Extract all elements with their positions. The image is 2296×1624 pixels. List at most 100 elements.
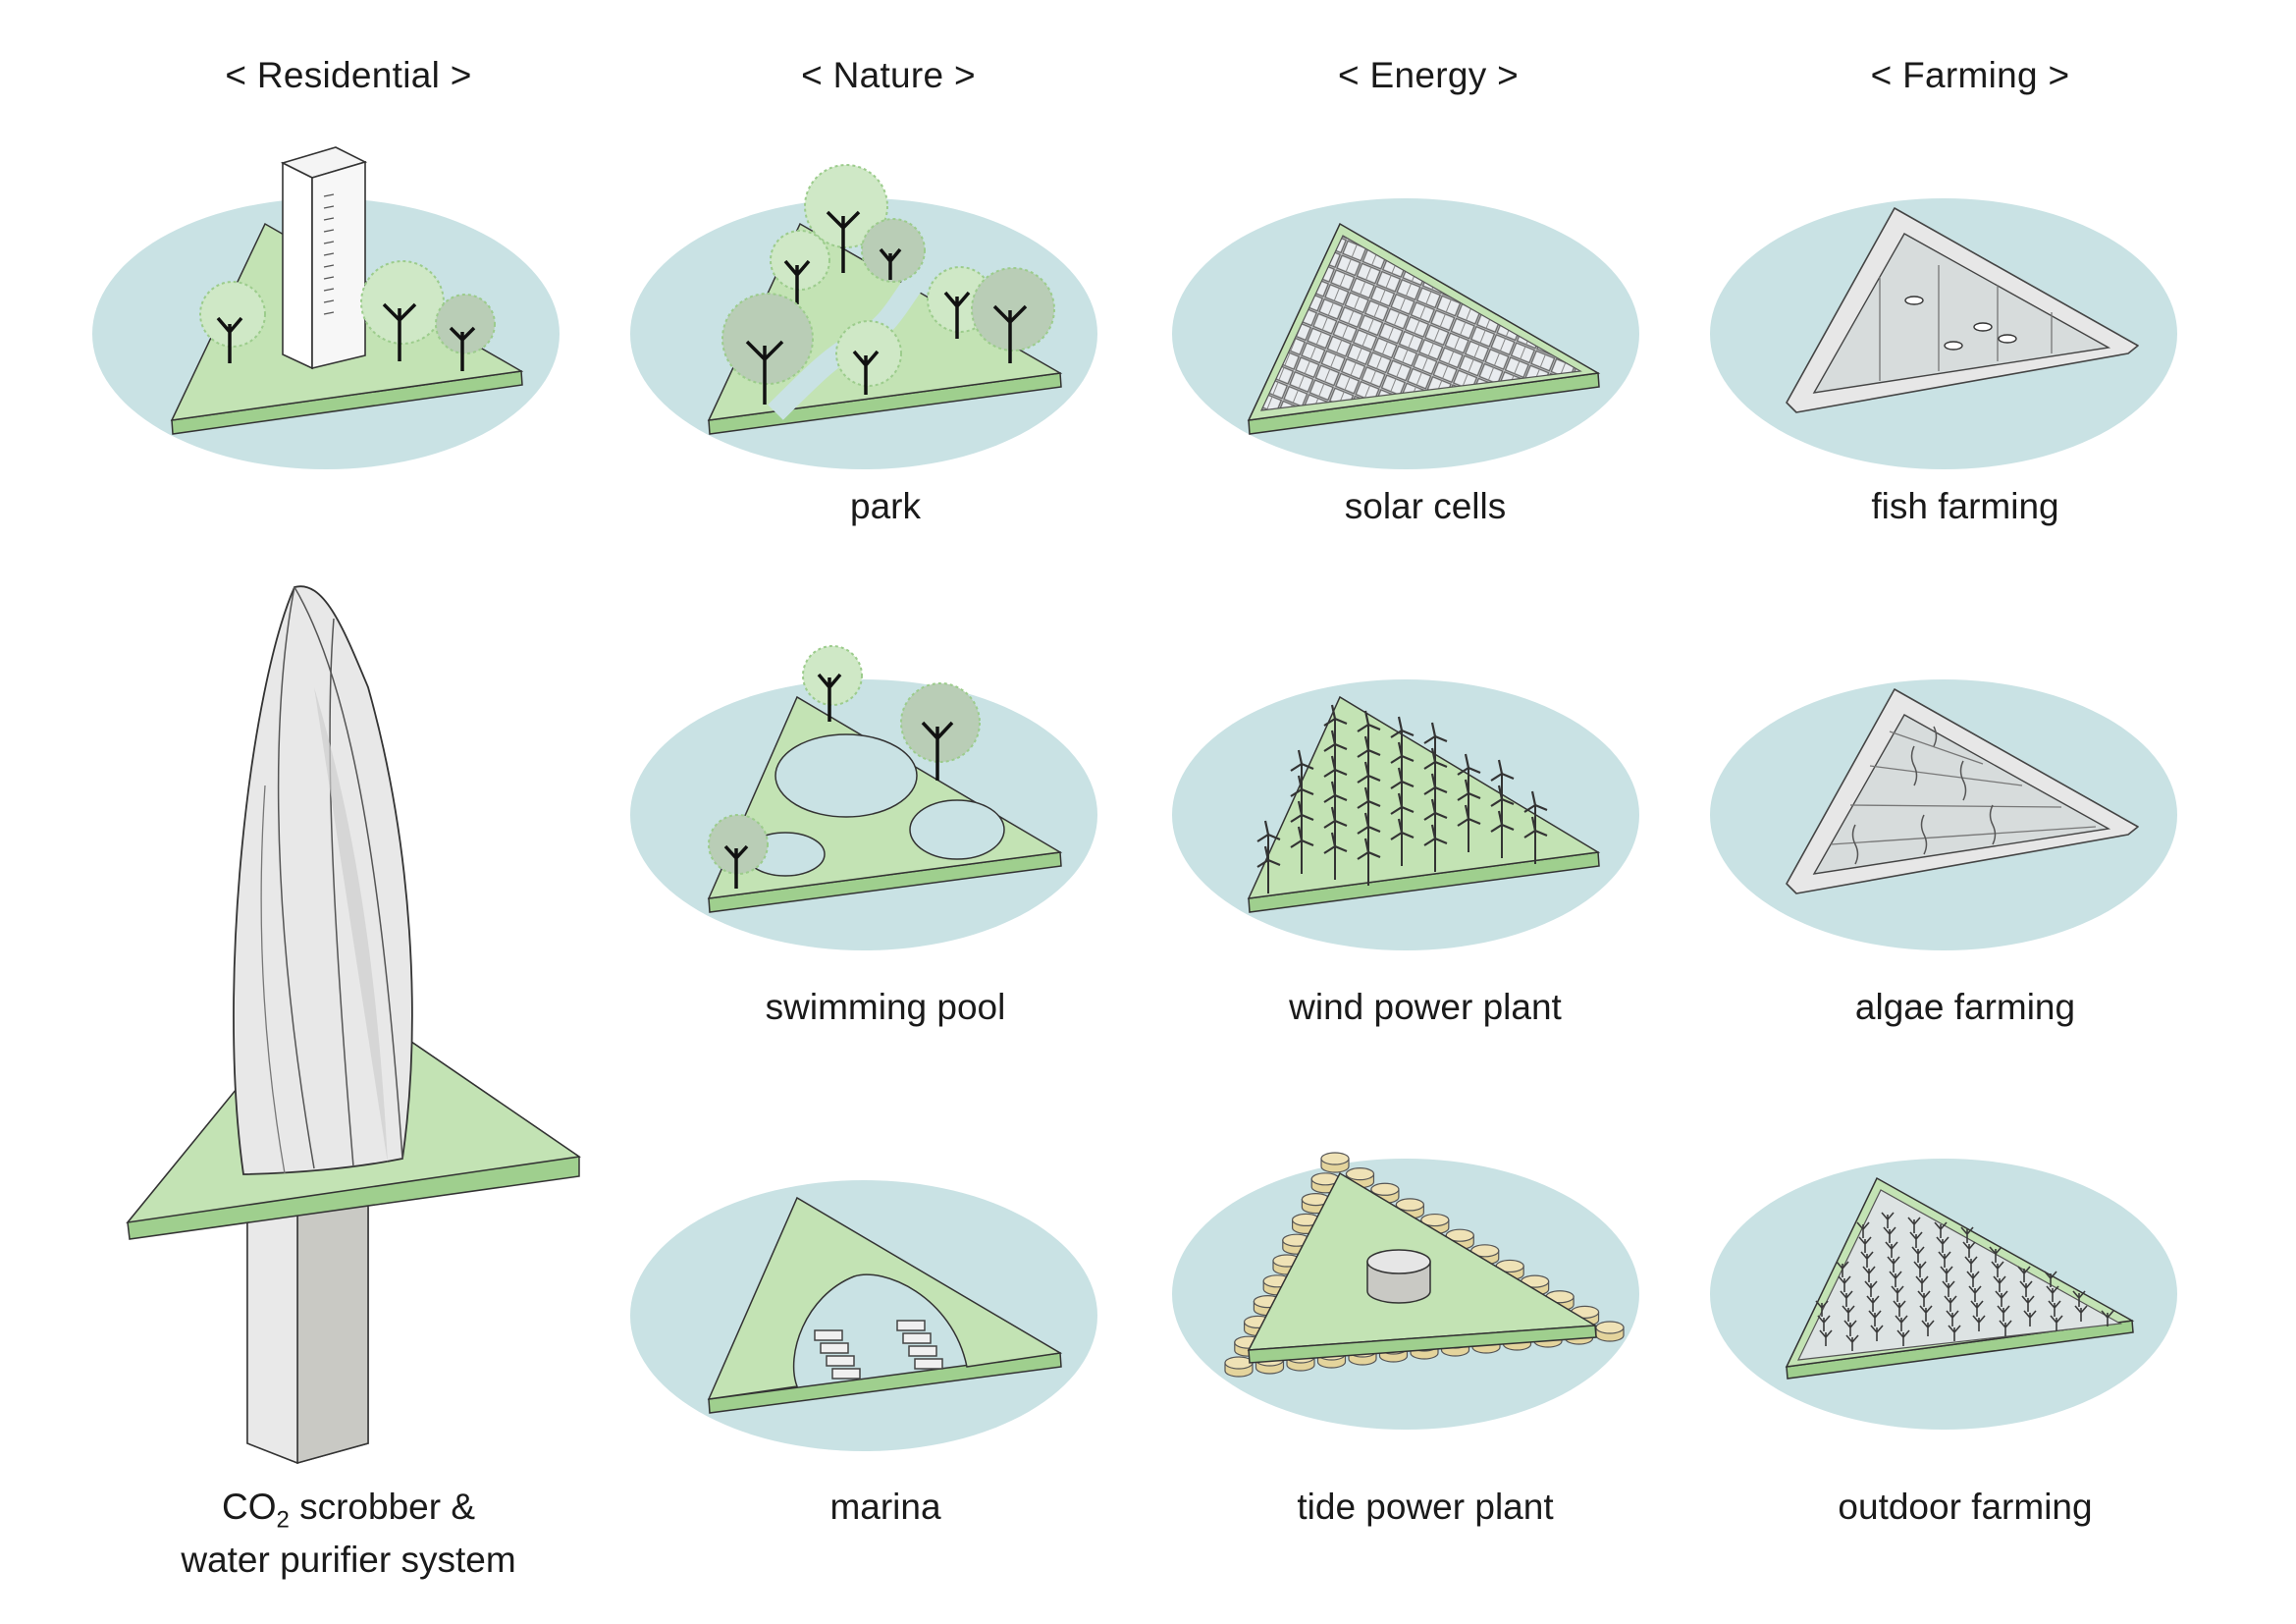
crop-plant	[1866, 1295, 1880, 1312]
crop-plant	[1870, 1325, 1884, 1341]
crop-plant	[2074, 1305, 2088, 1322]
crop-plant	[2072, 1290, 2086, 1307]
crop-plant	[1991, 1261, 2004, 1277]
crop-plant	[1893, 1300, 1906, 1317]
tree-group	[708, 645, 981, 889]
marina-illustration	[630, 1180, 1097, 1451]
crop-plant	[1815, 1300, 1829, 1317]
caption-tide-power-plant: tide power plant	[1297, 1487, 1554, 1527]
swimming-pool-illustration	[630, 645, 1097, 950]
heading-residential: < Residential >	[225, 55, 472, 95]
crop-plant	[2050, 1315, 2063, 1331]
crop-plant	[1845, 1334, 1859, 1351]
wind-turbine	[1457, 804, 1481, 852]
crop-plant	[1860, 1251, 1874, 1268]
wind-turbine	[1523, 816, 1548, 864]
crop-plant	[2023, 1310, 2037, 1326]
pool-right	[909, 799, 1005, 860]
caption-algae-farming: algae farming	[1854, 987, 2076, 1027]
caption-swimming-pool: swimming pool	[765, 987, 1006, 1027]
crop-plant	[1889, 1271, 1902, 1287]
crop-plant	[1964, 1256, 1978, 1272]
heading-energy: < Energy >	[1337, 55, 1519, 95]
tide-buoy	[1445, 1228, 1474, 1250]
crop-plant	[1864, 1280, 1878, 1297]
outdoor-farming-illustration	[1710, 1159, 2177, 1430]
crop-plant	[2048, 1300, 2061, 1317]
crop-plant	[1921, 1320, 1935, 1336]
caption-park: park	[850, 486, 921, 526]
park-illustration	[630, 164, 1097, 469]
caption-solar-cells: solar cells	[1344, 486, 1507, 526]
residential-island-illustration	[92, 146, 560, 469]
tide-generator	[1366, 1249, 1431, 1304]
crop-plant	[1962, 1241, 1976, 1258]
residential-tower	[280, 146, 368, 370]
marina-docks	[814, 1320, 943, 1380]
crop-plant	[1819, 1329, 1833, 1346]
crop-plant	[1995, 1290, 2008, 1307]
tide-power-plant-illustration	[1172, 1152, 1639, 1430]
crop-plant	[2019, 1280, 2033, 1297]
tree-group	[721, 164, 1055, 405]
crop-plant	[1936, 1236, 1949, 1253]
crop-plant	[1917, 1290, 1931, 1307]
crop-plant	[1972, 1315, 1986, 1331]
heading-nature: < Nature >	[801, 55, 976, 95]
tide-buoy	[1320, 1152, 1350, 1173]
crop-plant	[1836, 1261, 1849, 1277]
crop-plant	[1862, 1266, 1876, 1282]
crop-plant	[2046, 1285, 2059, 1302]
crop-plant	[1907, 1217, 1921, 1233]
crop-plant	[1895, 1315, 1908, 1331]
crop-plant	[1944, 1295, 1957, 1312]
crop-plant	[1840, 1290, 1853, 1307]
wind-power-plant-illustration	[1172, 679, 1639, 950]
caption-co2-line1: CO2 scrobber &	[93, 1487, 604, 1540]
crop-plant	[1934, 1221, 1948, 1238]
crop-plant	[1883, 1226, 1896, 1243]
wind-turbine	[1290, 826, 1314, 874]
tree-group	[199, 260, 496, 371]
crop-plant	[1997, 1305, 2010, 1322]
crop-plant	[1948, 1325, 1961, 1341]
crop-plant	[1970, 1300, 1984, 1317]
caption-marina: marina	[829, 1487, 941, 1527]
crop-plant	[1993, 1275, 2006, 1292]
crop-plant	[1868, 1310, 1882, 1326]
crop-plant	[2044, 1271, 2057, 1287]
crop-plant	[1915, 1275, 1929, 1292]
tide-buoy	[1345, 1167, 1375, 1189]
crop-plant	[1942, 1280, 1955, 1297]
tide-buoy	[1595, 1321, 1625, 1342]
wind-turbines	[1256, 704, 1548, 893]
caption-fish-farming: fish farming	[1871, 486, 2059, 526]
solar-panel-field	[1259, 235, 1582, 411]
caption-co2-line2: water purifier system	[181, 1540, 516, 1581]
fish-farming-illustration	[1710, 198, 2177, 469]
crop-plant	[1911, 1246, 1925, 1263]
crop-plant	[1989, 1246, 2002, 1263]
crop-plant	[1885, 1241, 1898, 1258]
wind-turbine	[1390, 818, 1415, 866]
crop-rows	[1815, 1212, 2114, 1351]
crop-plant	[1838, 1275, 1851, 1292]
crop-plant	[1858, 1236, 1872, 1253]
crop-plant	[1909, 1231, 1923, 1248]
co2-subscript: 2	[276, 1506, 290, 1534]
caption-wind-power-plant: wind power plant	[1289, 987, 1562, 1027]
crop-plant	[1842, 1305, 1855, 1322]
caption-co2-scrubber: CO2 scrobber & water purifier system	[93, 1487, 604, 1580]
wind-turbine	[1323, 832, 1348, 880]
crop-plant	[1938, 1251, 1951, 1268]
caption-outdoor-farming: outdoor farming	[1838, 1487, 2093, 1527]
crop-plant	[1881, 1212, 1895, 1228]
crop-plant	[1913, 1261, 1927, 1277]
wind-turbine	[1490, 810, 1515, 858]
crop-plant	[1960, 1226, 1974, 1243]
co2-scrubber-tower-illustration	[126, 585, 582, 1465]
crop-plant	[1817, 1315, 1831, 1331]
crop-plant	[1946, 1310, 1959, 1326]
crop-plant	[2101, 1310, 2114, 1326]
